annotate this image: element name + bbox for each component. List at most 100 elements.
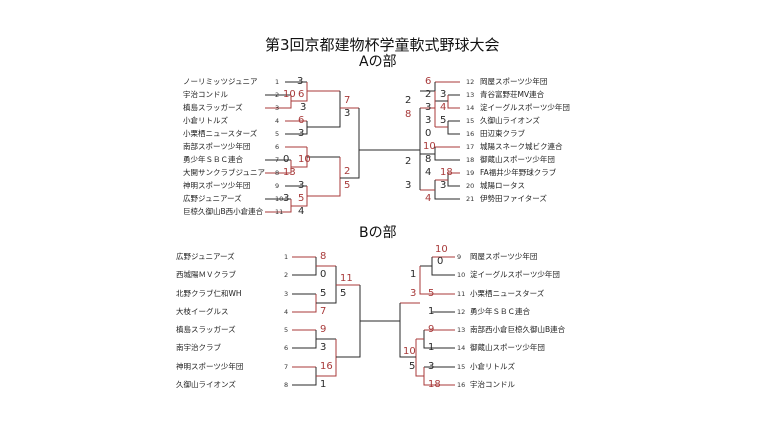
match-score: 4 xyxy=(298,206,305,217)
team-name: 小倉リトルズ xyxy=(470,362,515,371)
match-score: 3 xyxy=(297,76,304,87)
team-seed: 5 xyxy=(284,326,289,334)
team-seed: 10 xyxy=(457,271,466,279)
team-seed: 9 xyxy=(275,182,280,190)
match-score: 5 xyxy=(320,288,327,299)
team-seed: 20 xyxy=(466,182,475,190)
match-score: 1 xyxy=(428,342,435,353)
team-name: 南部西小倉巨椋久御山B連合 xyxy=(470,325,566,334)
section-b-label: Bの部 xyxy=(359,225,397,241)
match-score: 18 xyxy=(440,167,453,178)
team-name: 南部スポーツ少年団 xyxy=(183,142,251,151)
section-a-label: Aの部 xyxy=(359,54,397,70)
page-title: 第3回京都建物杯学童軟式野球大会 xyxy=(265,36,500,54)
match-score: 2 xyxy=(425,89,432,100)
match-score: 0 xyxy=(425,128,432,139)
match-score: 8 xyxy=(405,109,412,120)
team-name: 淀イーグルスポーツ少年団 xyxy=(480,103,570,112)
match-score: 5 xyxy=(340,288,347,299)
match-score: 2 xyxy=(405,156,412,167)
team-name: 田辺東クラブ xyxy=(480,129,525,138)
team-name: 神明スポーツ少年団 xyxy=(183,181,251,190)
team-seed: 1 xyxy=(275,78,280,86)
team-name: 御蔵山スポーツ少年団 xyxy=(480,155,555,164)
team-name: 勇少年ＳＢＣ連合 xyxy=(183,155,243,164)
team-seed: 14 xyxy=(457,344,466,352)
team-seed: 6 xyxy=(275,143,280,151)
team-seed: 14 xyxy=(466,104,475,112)
team-seed: 21 xyxy=(466,195,475,203)
match-score: 0 xyxy=(283,154,290,165)
match-score: 4 xyxy=(425,193,432,204)
match-score: 3 xyxy=(298,180,305,191)
match-score: 0 xyxy=(437,256,444,267)
team-seed: 2 xyxy=(275,91,280,99)
match-score: 5 xyxy=(428,288,435,299)
match-score: 5 xyxy=(344,180,351,191)
team-name: 北野クラブ仁和WH xyxy=(176,289,242,298)
match-score: 3 xyxy=(300,102,307,113)
team-seed: 5 xyxy=(275,130,280,138)
team-name: 大枝イーグルス xyxy=(176,307,229,316)
team-seed: 11 xyxy=(457,290,466,298)
team-name: 小倉リトルズ xyxy=(183,116,228,125)
team-seed: 8 xyxy=(275,169,280,177)
team-seed: 13 xyxy=(466,91,475,99)
match-score: 1 xyxy=(428,306,435,317)
team-seed: 6 xyxy=(284,344,289,352)
match-score: 3 xyxy=(410,288,417,299)
team-seed: 4 xyxy=(275,117,280,125)
match-score: 3 xyxy=(425,115,432,126)
team-seed: 3 xyxy=(275,104,280,112)
team-name: ノーリミッツジュニア xyxy=(183,77,258,86)
team-name: 広野ジュニアーズ xyxy=(183,194,242,203)
team-name: 岡屋スポーツ少年団 xyxy=(470,252,538,261)
team-seed: 9 xyxy=(457,253,462,261)
match-score: 10 xyxy=(283,89,296,100)
match-score: 10 xyxy=(403,346,416,357)
match-score: 2 xyxy=(405,95,412,106)
match-score: 1 xyxy=(320,379,327,390)
team-seed: 13 xyxy=(457,326,466,334)
match-score: 8 xyxy=(320,251,327,262)
team-name: 宇治コンドル xyxy=(183,90,228,99)
team-name: 御蔵山スポーツ少年団 xyxy=(470,343,545,352)
team-seed: 15 xyxy=(466,117,475,125)
team-seed: 8 xyxy=(284,381,289,389)
match-score: 8 xyxy=(425,154,432,165)
match-score: 3 xyxy=(428,361,435,372)
match-score: 6 xyxy=(425,76,432,87)
team-name: 神明スポーツ少年団 xyxy=(176,362,244,371)
match-score: 13 xyxy=(283,167,296,178)
team-seed: 15 xyxy=(457,363,466,371)
team-name: 久御山ライオンズ xyxy=(480,116,540,125)
match-score: 7 xyxy=(344,95,351,106)
team-name: 大開サンクラブジュニア xyxy=(183,168,265,177)
team-seed: 2 xyxy=(284,271,289,279)
team-name: 伊勢田ファイターズ xyxy=(480,194,547,203)
team-seed: 7 xyxy=(284,363,289,371)
match-score: 7 xyxy=(320,306,327,317)
team-name: 青谷富野荘MV連合 xyxy=(480,90,545,99)
match-score: 1 xyxy=(410,269,417,280)
team-name: 槙島スラッガーズ xyxy=(183,103,243,112)
match-score: 5 xyxy=(298,193,305,204)
team-seed: 3 xyxy=(284,290,289,298)
team-seed: 18 xyxy=(466,156,475,164)
team-seed: 7 xyxy=(275,156,280,164)
match-score: 0 xyxy=(320,269,327,280)
team-name: 久御山ライオンズ xyxy=(176,380,236,389)
match-score: 9 xyxy=(428,324,435,335)
team-name: 広野ジュニアーズ xyxy=(176,252,235,261)
match-score: 10 xyxy=(435,244,448,255)
match-score: 3 xyxy=(298,128,305,139)
team-name: 巨椋久御山B西小倉連合 xyxy=(183,207,264,216)
team-seed: 11 xyxy=(275,208,284,216)
match-score: 10 xyxy=(423,141,436,152)
team-name: 岡屋スポーツ少年団 xyxy=(480,77,548,86)
match-score: 5 xyxy=(409,361,416,372)
team-seed: 16 xyxy=(466,130,475,138)
match-score: 3 xyxy=(283,193,290,204)
